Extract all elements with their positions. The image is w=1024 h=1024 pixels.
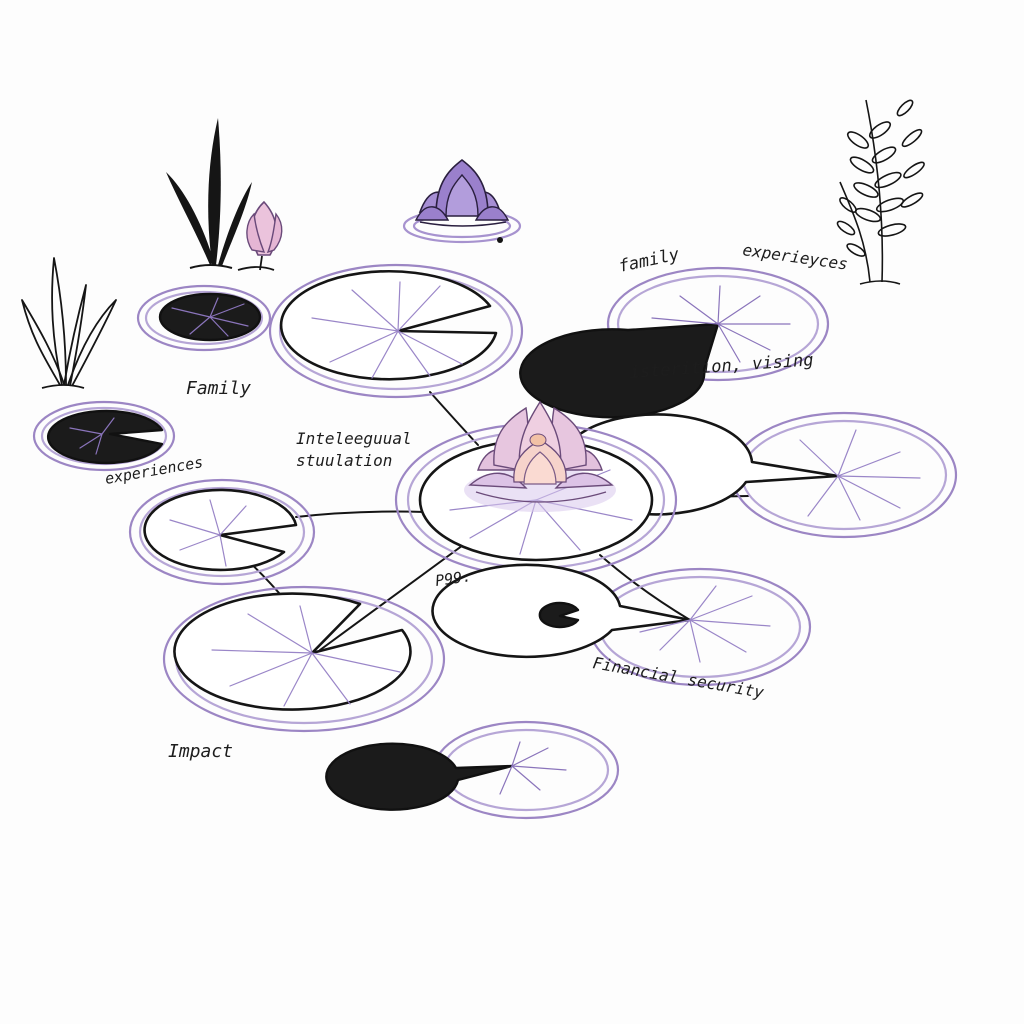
reed-plant-icon — [166, 118, 252, 269]
connector-center-to-bottom-right-pad — [599, 554, 691, 621]
label-financial-security: Financial security — [591, 653, 765, 702]
label-impact: Impact — [168, 741, 233, 762]
reed-plant-icon-outline — [21, 257, 117, 389]
dark-lily-pad-notched — [32, 400, 176, 472]
white-lily-pad-bottom-left — [162, 585, 446, 733]
purple-lotus-icon — [402, 158, 522, 244]
pink-lotus-bud-icon — [237, 200, 283, 271]
label-p99: P99. — [434, 567, 472, 590]
white-lily-pad-left — [128, 478, 316, 586]
label-experiences-right: experieyces — [741, 240, 849, 274]
connector-center-to-left-pad — [295, 510, 426, 518]
label-family-left: Family — [186, 378, 251, 399]
label-intellectual-line-2: stuulation — [296, 451, 392, 470]
dark-lily-pad — [136, 284, 272, 352]
dark-lily-pad-bottom — [325, 720, 620, 820]
connector-center-to-top-pad — [429, 391, 479, 446]
tiny-dark-lily-pad — [538, 601, 580, 629]
dark-lily-pad-right — [519, 266, 830, 419]
label-intellectual-stimulation: Inteleeguual stuulation — [296, 429, 421, 470]
label-intellectual-line-1: Inteleeguual — [296, 429, 412, 448]
water-lily-flower-icon — [464, 400, 616, 512]
white-lily-pad-top — [268, 263, 524, 399]
fern-plant-icon — [836, 99, 925, 285]
